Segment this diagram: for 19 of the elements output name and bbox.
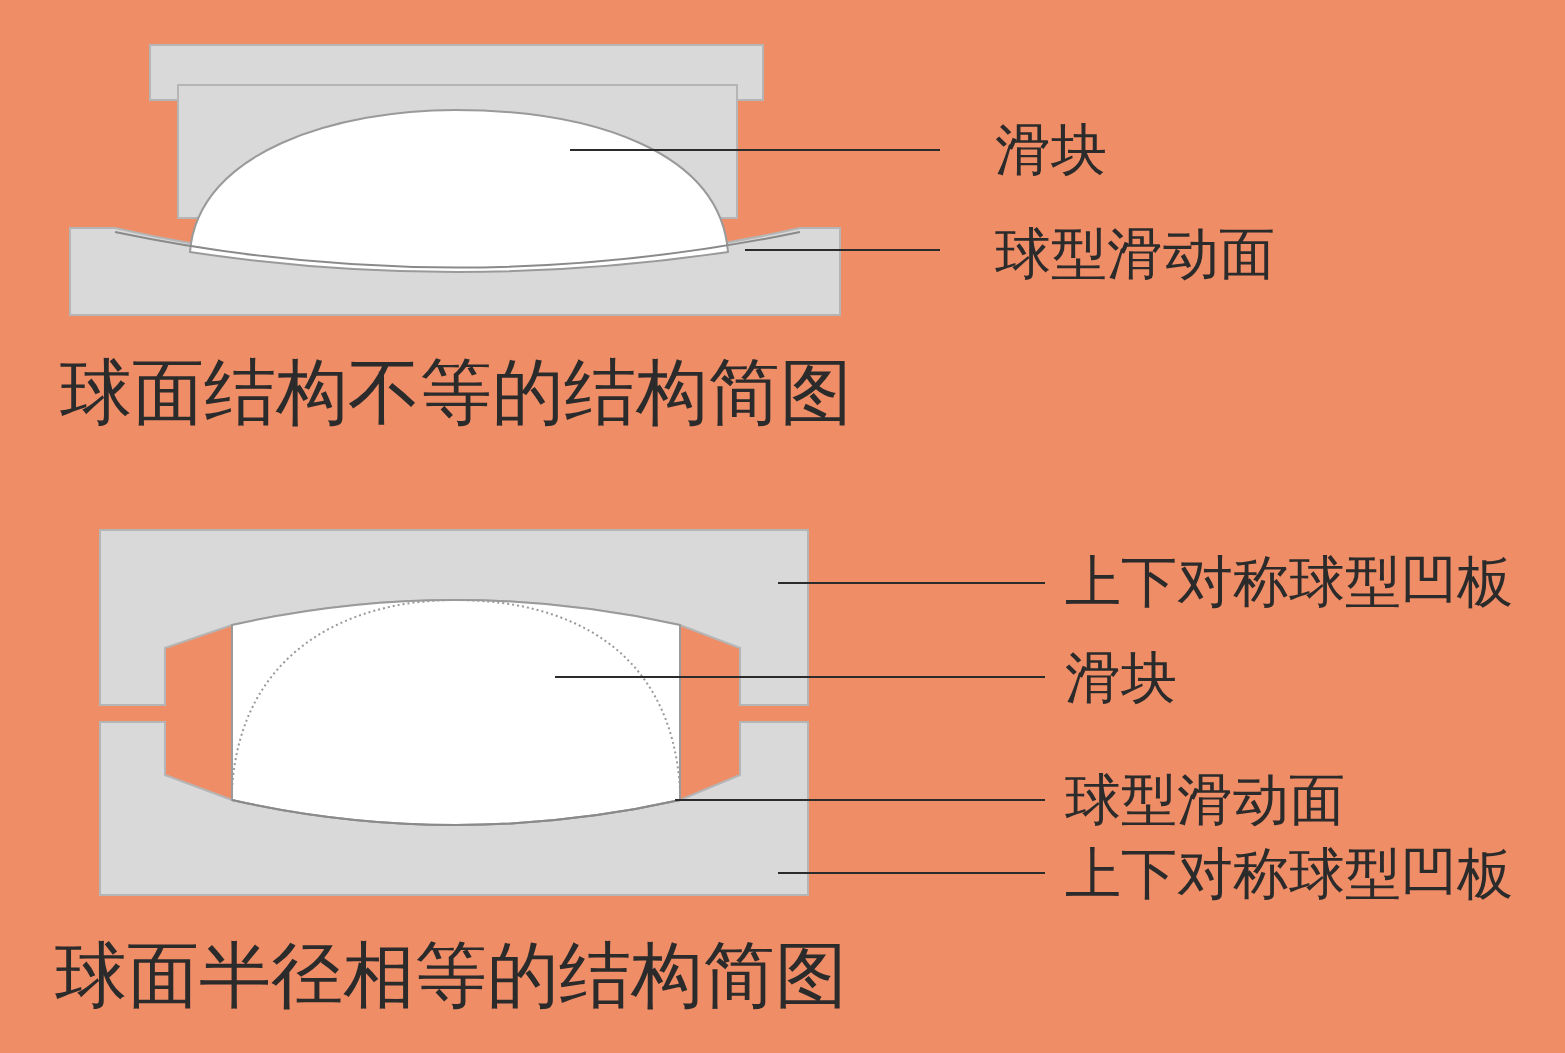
slider <box>231 599 681 826</box>
upper-concave-plate <box>99 529 809 706</box>
leader-line <box>554 676 1046 678</box>
leader-line <box>744 249 941 251</box>
sliding-surface-curve <box>114 231 801 269</box>
diagram-caption: 球面半径相等的结构简图 <box>55 935 847 1015</box>
leader-line <box>777 872 1046 874</box>
leader-line <box>674 799 1046 801</box>
diagram-caption: 球面结构不等的结构简图 <box>60 352 852 432</box>
part-label: 滑块 <box>1065 646 1177 710</box>
part-label: 上下对称球型凹板 <box>1065 550 1513 614</box>
part-label: 球型滑动面 <box>1065 768 1345 832</box>
leader-line <box>777 582 1046 584</box>
part-label: 球型滑动面 <box>995 222 1275 286</box>
lower-concave-plate <box>99 721 809 896</box>
slider <box>189 109 729 273</box>
leader-line <box>569 149 941 151</box>
part-label: 上下对称球型凹板 <box>1065 842 1513 906</box>
part-label: 滑块 <box>995 118 1107 182</box>
